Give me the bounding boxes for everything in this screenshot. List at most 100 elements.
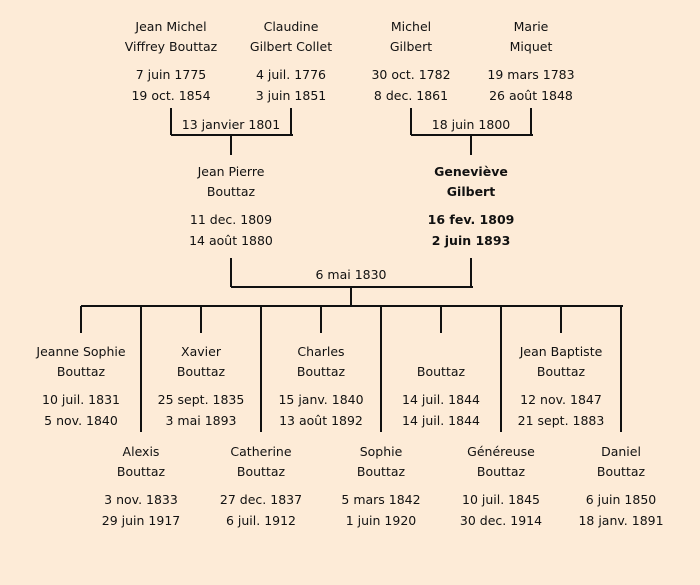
person-first-name: Catherine	[230, 444, 292, 459]
birth-date: 3 nov. 1833	[104, 492, 178, 507]
person-card: Alexis Bouttaz 3 nov. 1833 29 juin 1917	[76, 442, 206, 531]
death-date: 3 mai 1893	[165, 412, 237, 428]
death-date: 14 août 1880	[189, 232, 273, 248]
person-first-name: Alexis	[122, 444, 160, 459]
person-last-name: Bouttaz	[296, 364, 346, 379]
connector-line	[380, 306, 382, 432]
person-first-name: Marie	[513, 19, 549, 34]
person-first-name: Généreuse	[467, 444, 535, 459]
person-last-name: Bouttaz	[596, 464, 646, 479]
birth-date: 25 sept. 1835	[157, 392, 245, 407]
person-first-name: Michel	[390, 19, 432, 34]
connector-line	[230, 258, 232, 287]
connector-line	[470, 135, 472, 155]
birth-date: 11 dec. 1809	[189, 212, 273, 227]
birth-date: 14 juil. 1844	[402, 392, 480, 407]
person-card: Jean Baptiste Bouttaz 12 nov. 1847 21 se…	[496, 342, 626, 431]
person-last-name: Bouttaz	[116, 464, 166, 479]
person-card: Marie Miquet 19 mars 1783 26 août 1848	[466, 17, 596, 106]
death-date: 3 juin 1851	[255, 87, 327, 103]
person-first-name: Geneviève	[434, 164, 508, 179]
connector-line	[171, 134, 293, 136]
birth-date: 30 oct. 1782	[371, 67, 451, 82]
death-date: 6 juil. 1912	[225, 512, 297, 528]
person-last-name: Bouttaz	[416, 364, 466, 379]
death-date: 19 oct. 1854	[131, 87, 211, 103]
person-last-name: Miquet	[509, 39, 553, 54]
connector-line	[200, 306, 202, 333]
birth-date: 27 dec. 1837	[219, 492, 303, 507]
person-card: Xavier Bouttaz 25 sept. 1835 3 mai 1893	[136, 342, 266, 431]
birth-date: 10 juil. 1845	[462, 492, 540, 507]
death-date: 5 nov. 1840	[44, 412, 118, 428]
connector-line	[170, 108, 172, 135]
person-card: Jean Pierre Bouttaz 11 dec. 1809 14 août…	[166, 162, 296, 251]
person-card: Catherine Bouttaz 27 dec. 1837 6 juil. 1…	[196, 442, 326, 531]
person-last-name: Bouttaz	[476, 464, 526, 479]
connector-line	[411, 134, 533, 136]
marriage-date-left: 13 janvier 1801	[177, 116, 285, 134]
connector-line	[80, 306, 82, 333]
person-first-name: Jean Pierre	[197, 164, 265, 179]
person-last-name: Gilbert Collet	[249, 39, 333, 54]
person-first-name	[376, 342, 506, 362]
birth-date: 19 mars 1783	[487, 67, 575, 82]
person-card: Daniel Bouttaz 6 juin 1850 18 janv. 1891	[556, 442, 686, 531]
person-last-name: Bouttaz	[176, 364, 226, 379]
person-last-name: Bouttaz	[356, 464, 406, 479]
death-date: 14 juil. 1844	[402, 412, 480, 428]
person-first-name: Sophie	[359, 444, 403, 459]
death-date: 30 dec. 1914	[459, 512, 543, 528]
person-card: Jeanne Sophie Bouttaz 10 juil. 1831 5 no…	[16, 342, 146, 431]
person-first-name: Jeanne Sophie	[36, 344, 126, 359]
birth-date: 4 juil. 1776	[255, 67, 327, 82]
connector-line	[530, 108, 532, 135]
person-last-name: Bouttaz	[56, 364, 106, 379]
death-date: 21 sept. 1883	[517, 412, 605, 428]
birth-date: 10 juil. 1831	[42, 392, 120, 407]
death-date: 18 janv. 1891	[578, 512, 664, 528]
death-date: 26 août 1848	[489, 87, 573, 103]
connector-line	[560, 306, 562, 333]
person-last-name: Bouttaz	[536, 364, 586, 379]
connector-line	[140, 306, 142, 432]
death-date: 1 juin 1920	[345, 512, 417, 528]
birth-date: 7 juin 1775	[135, 67, 207, 82]
birth-date: 6 juin 1850	[585, 492, 657, 507]
person-card: Jean Michel Viffrey Bouttaz 7 juin 1775 …	[106, 17, 236, 106]
person-card: Charles Bouttaz 15 janv. 1840 13 août 18…	[256, 342, 386, 431]
connector-line	[500, 306, 502, 432]
death-date: 2 juin 1893	[431, 232, 511, 248]
connector-line	[620, 306, 622, 432]
person-last-name: Gilbert	[389, 39, 433, 54]
connector-line	[290, 108, 292, 135]
person-last-name: Bouttaz	[236, 464, 286, 479]
connector-line	[350, 287, 352, 306]
connector-line	[81, 305, 623, 307]
person-last-name: Viffrey Bouttaz	[124, 39, 218, 54]
person-first-name: Jean Baptiste	[519, 344, 603, 359]
death-date: 8 dec. 1861	[373, 87, 449, 103]
connector-line	[470, 258, 472, 287]
birth-date: 16 fev. 1809	[427, 212, 515, 227]
connector-line	[440, 306, 442, 333]
connector-line	[410, 108, 412, 135]
person-first-name: Xavier	[181, 344, 221, 359]
person-card: Sophie Bouttaz 5 mars 1842 1 juin 1920	[316, 442, 446, 531]
person-last-name: Bouttaz	[206, 184, 256, 199]
person-last-name: Gilbert	[446, 184, 496, 199]
connector-line	[320, 306, 322, 333]
person-first-name: Claudine	[263, 19, 319, 34]
person-first-name: Charles	[297, 344, 345, 359]
person-card: Généreuse Bouttaz 10 juil. 1845 30 dec. …	[436, 442, 566, 531]
death-date: 13 août 1892	[279, 412, 363, 428]
birth-date: 15 janv. 1840	[278, 392, 364, 407]
person-card: Claudine Gilbert Collet 4 juil. 1776 3 j…	[226, 17, 356, 106]
birth-date: 12 nov. 1847	[520, 392, 602, 407]
marriage-date-parents: 6 mai 1830	[311, 266, 391, 284]
person-first-name: Jean Michel	[135, 19, 207, 34]
marriage-date-right: 18 juin 1800	[427, 116, 515, 134]
birth-date: 5 mars 1842	[341, 492, 421, 507]
person-card: Bouttaz 14 juil. 1844 14 juil. 1844	[376, 342, 506, 431]
